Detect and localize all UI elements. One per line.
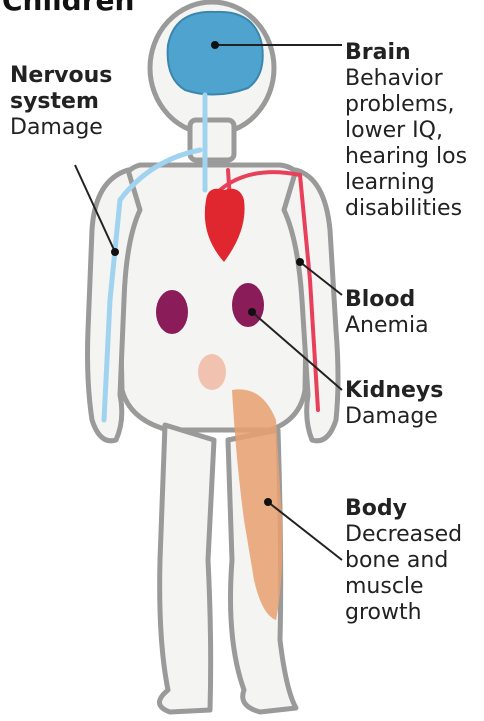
label-kidneys-desc: Damage xyxy=(345,404,484,430)
label-body-desc: Decreased bone and muscle growth xyxy=(345,522,484,626)
label-body-title: Body xyxy=(345,496,484,522)
kidney-left xyxy=(156,290,188,334)
label-blood-desc: Anemia xyxy=(345,313,484,339)
kidney-right xyxy=(232,283,264,327)
label-body: Body Decreased bone and muscle growth xyxy=(345,496,484,626)
label-kidneys-title: Kidneys xyxy=(345,378,484,404)
label-brain-title: Brain xyxy=(345,40,484,66)
label-nervous-title: Nervous system xyxy=(10,63,130,115)
bladder xyxy=(198,354,226,390)
label-brain: Brain Behavior problems, lower IQ, heari… xyxy=(345,40,484,222)
label-kidneys: Kidneys Damage xyxy=(345,378,484,430)
label-blood-title: Blood xyxy=(345,287,484,313)
label-brain-desc: Behavior problems, lower IQ, hearing los… xyxy=(345,66,484,222)
label-nervous-system: Nervous system Damage xyxy=(10,63,130,141)
label-nervous-desc: Damage xyxy=(10,115,130,141)
brain-shape xyxy=(168,12,263,95)
label-blood: Blood Anemia xyxy=(345,287,484,339)
